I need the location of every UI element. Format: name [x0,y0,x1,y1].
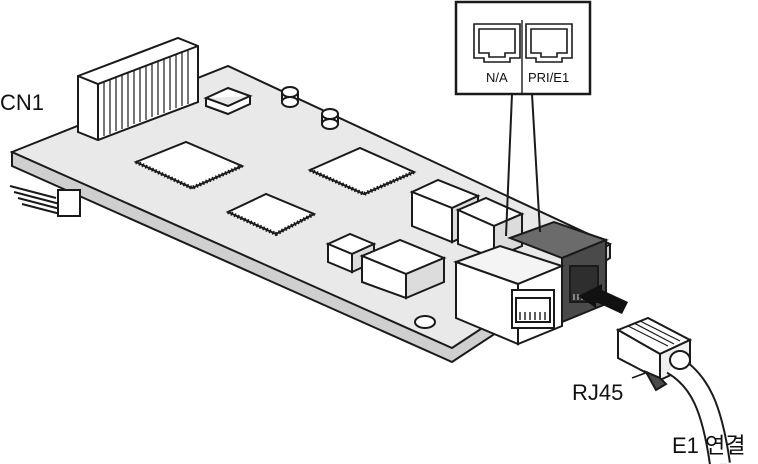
port-label-pri-e1: PRI/E1 [528,70,570,85]
port-icon-na [473,23,521,63]
led-indicator [321,108,339,130]
component-block [359,238,447,300]
port-icon-pri-e1 [525,23,573,63]
rj45-jack-na [453,244,565,346]
ic-chip [307,146,417,197]
rj45-leader [631,371,649,379]
callout-leader [505,93,541,237]
rj45-label: RJ45 [572,380,624,405]
edge-pin-header [9,185,81,217]
led-indicator [281,86,299,108]
small-component [203,86,253,116]
port-label-na: N/A [486,70,508,85]
e1-connect-label: E1 연결 [672,433,746,458]
cn1-connector [77,36,199,142]
e1-cable [666,350,731,464]
ic-chip [133,140,245,191]
port-callout [454,0,592,96]
cn1-label: CN1 [0,90,45,115]
ic-chip [225,192,317,237]
rj45-plug [615,316,693,392]
insertion-arrow [578,284,628,314]
mounting-hole [414,315,436,329]
